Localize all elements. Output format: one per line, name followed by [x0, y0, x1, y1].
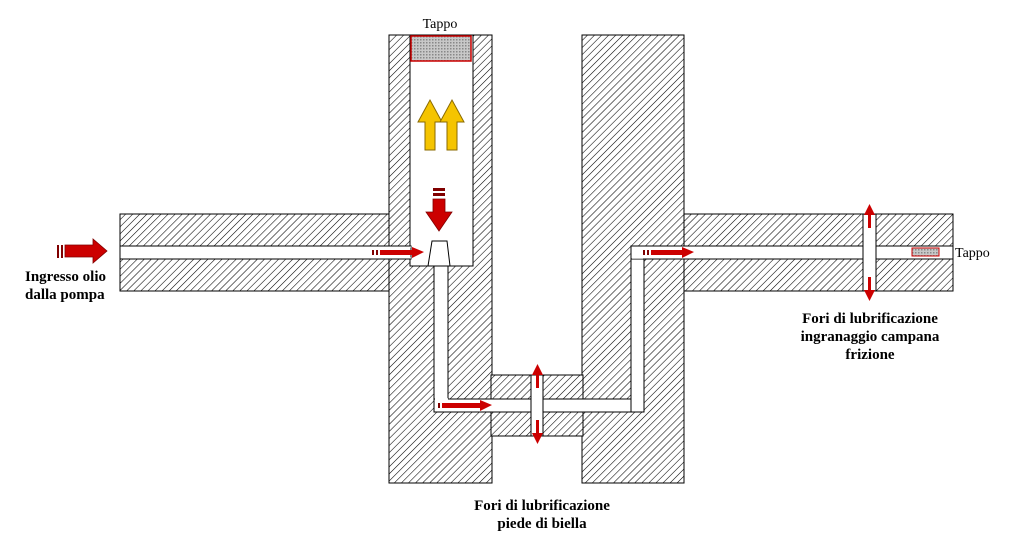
inlet-arrow-icon	[57, 238, 108, 264]
right-plug	[911, 247, 940, 257]
shaft-radial-arrows-icon	[864, 204, 875, 301]
web-up-passage	[630, 245, 645, 413]
gear-holes-label-line1: Fori di lubrificazione	[802, 311, 938, 327]
oil-rise-arrows-icon	[417, 98, 465, 151]
gear-holes-label-line3: frizione	[845, 347, 895, 363]
flow-down-arrow-icon	[425, 188, 453, 232]
top-plug-label: Tappo	[422, 17, 458, 32]
left-shaft-bore	[119, 245, 412, 260]
bore-flow-arrow-icon	[372, 247, 424, 258]
crankpin-holes-label-line1: Fori di lubrificazione	[474, 498, 610, 514]
top-plug	[410, 35, 472, 62]
crankpin-flow-arrow-icon	[438, 400, 492, 411]
web-down-passage	[433, 265, 449, 413]
gear-holes-label-line2: ingranaggio campana	[800, 329, 940, 345]
inlet-label-line1: Ingresso olio	[25, 269, 106, 285]
valve-element	[427, 240, 451, 267]
crankpin-radial-arrows-icon	[532, 364, 543, 444]
right-plug-label: Tappo	[955, 246, 990, 261]
oil-chamber	[409, 34, 474, 267]
inlet-label: Ingresso olio dalla pompa	[25, 268, 145, 304]
gear-holes-label: Fori di lubrificazione ingranaggio campa…	[770, 310, 970, 364]
right-bore-flow-arrow-icon	[643, 247, 694, 258]
inlet-label-line2: dalla pompa	[25, 287, 105, 303]
crankpin-holes-label: Fori di lubrificazione piede di biella	[447, 497, 637, 533]
crankpin-holes-label-line2: piede di biella	[497, 516, 587, 532]
